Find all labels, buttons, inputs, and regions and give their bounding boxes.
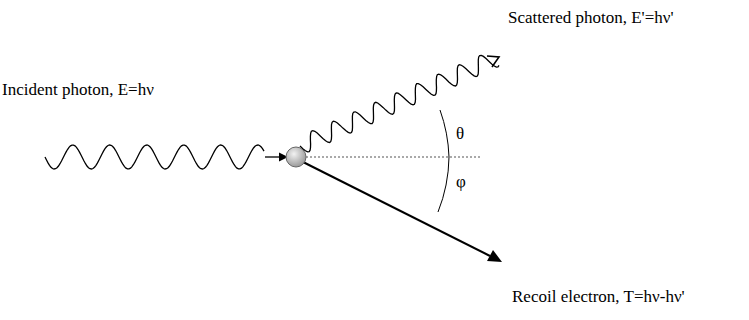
recoil-arrowhead xyxy=(487,250,502,262)
scattered-arrowhead xyxy=(487,56,499,67)
reference-axis xyxy=(306,156,480,157)
phi-label: φ xyxy=(456,172,466,192)
incident-arrow-shaft xyxy=(265,156,281,157)
scattered-photon-label: Scattered photon, E'=hν' xyxy=(508,8,674,28)
phi-arc xyxy=(438,157,449,212)
incident-wave xyxy=(45,145,264,169)
incident-photon-label: Incident photon, E=hν xyxy=(2,80,154,100)
theta-label: θ xyxy=(456,124,464,144)
recoil-electron-label: Recoil electron, T=hν-hν' xyxy=(512,287,685,307)
scattered-wave xyxy=(300,55,499,152)
recoil-path xyxy=(303,162,490,256)
theta-arc xyxy=(440,110,449,157)
electron xyxy=(286,147,306,167)
